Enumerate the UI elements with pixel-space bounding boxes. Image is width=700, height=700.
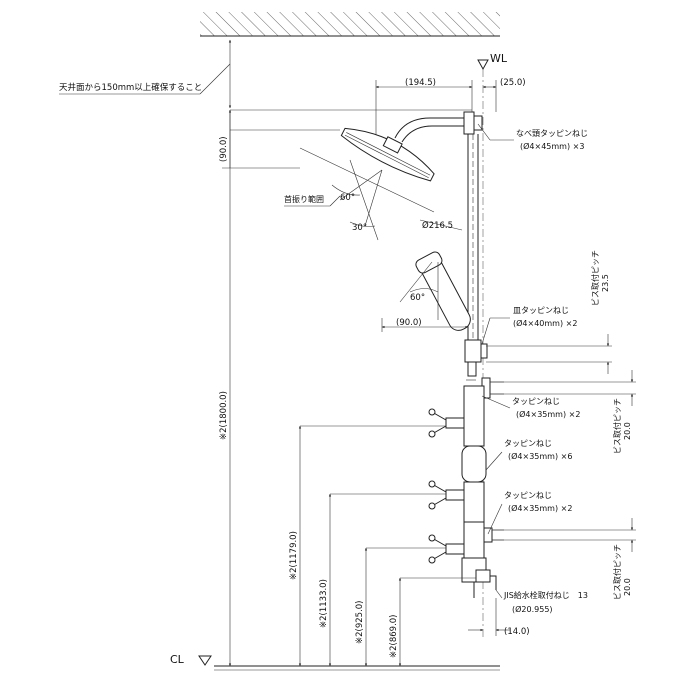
ceiling-clearance-note: 天井面から150mm以上確保すること [59,39,232,109]
screw-label-4: タッピンねじ (Ø4×35mm) ×6 [485,439,572,471]
screw-label-2: 皿タッピンねじ (Ø4×40mm) ×2 [481,306,577,345]
middle-handle [428,480,465,510]
dim-25-0: (25.0) [482,78,526,112]
pitch-label-2: ビス取付ピッチ [612,398,622,454]
screw2-name: 皿タッピンねじ [513,306,569,315]
floor-line [214,665,500,671]
dim-14-0-text: (14.0) [504,627,530,637]
angle-60-hand-text: 60° [410,293,425,303]
screw4-spec: (Ø4×35mm) ×6 [508,451,572,461]
pitch-label-1: ビス取付ピッチ [590,250,600,306]
cl-label: CL [170,653,185,666]
screw1-spec: (Ø4×45mm) ×3 [520,141,584,151]
overhead-shower [299,111,483,241]
pitch-20-upper: ビス取付ピッチ 20.0 [490,370,636,454]
jis-spec: (Ø20.955) [512,604,553,614]
height-1179-text: ※2(1179.0) [289,531,299,580]
head-swing-label: 首振り範囲 [284,194,341,207]
dim-194-5-text: (194.5) [405,78,436,88]
ceiling-note-text: 天井面から150mm以上確保すること [59,82,202,93]
dim-216-5: Ø216.5 [419,219,463,231]
screw1-name: なべ頭タッピンねじ [516,129,588,138]
pitch-23-5: ビス取付ピッチ 23.5 [486,250,612,374]
dim-90-head-text: (90.0) [219,136,229,162]
pitch-20-lower: ビス取付ピッチ 20.0 [492,518,636,600]
dim-25-0-text: (25.0) [500,78,526,88]
dim-90-hand-text: (90.0) [396,318,422,328]
hand-shower [399,251,488,381]
ceiling [200,12,500,37]
height-1133-text: ※2(1133.0) [319,579,329,628]
jis-name: JIS給水栓取付ねじ 13 [503,590,588,600]
dim-height-1179: ※2(1179.0) [289,425,446,667]
screw2-spec: (Ø4×40mm) ×2 [513,318,577,328]
dim-height-925: ※2(925.0) [355,547,446,667]
screw-label-5: タッピンねじ (Ø4×35mm) ×2 [487,491,572,535]
angle-30-head-text: 30° [352,223,367,233]
cl-mark: CL [170,653,212,666]
screw5-spec: (Ø4×35mm) ×2 [508,503,572,513]
dim-216-5-text: Ø216.5 [422,220,453,231]
lower-handle [428,534,465,564]
pitch-value-1: 23.5 [601,274,610,292]
pitch-value-3: 20.0 [623,578,632,596]
height-869-text: ※2(869.0) [389,615,399,659]
riser-pipe [467,134,479,340]
screw4-name: タッピンねじ [504,439,552,448]
pitch-label-3: ビス取付ピッチ [612,544,622,600]
dim-height-869: ※2(869.0) [389,577,476,667]
jis-label: JIS給水栓取付ねじ 13 (Ø20.955) [495,589,588,614]
mixer-column [428,377,504,598]
screw5-name: タッピンねじ [504,491,552,500]
screw-label-1: なべ頭タッピンねじ (Ø4×45mm) ×3 [477,123,588,151]
head-swing-text: 首振り範囲 [284,194,324,204]
dim-90-head: (90.0) [219,110,300,169]
pitch-value-2: 20.0 [623,422,632,440]
dim-14-0: (14.0) [468,598,530,637]
upper-handle [428,408,465,438]
dim-height-1133: ※2(1133.0) [319,493,446,667]
screw-label-3: タッピンねじ (Ø4×35mm) ×2 [481,395,580,419]
dim-height-1800: ※2(1800.0) [219,109,232,667]
angle-60-head-text: 60° [340,193,355,203]
screw3-spec: (Ø4×35mm) ×2 [516,409,580,419]
height-1800-text: ※2(1800.0) [219,391,229,440]
dim-90-hand: (90.0) [381,318,469,332]
screw3-name: タッピンねじ [512,397,560,406]
wl-label: WL [490,52,508,65]
height-925-text: ※2(925.0) [355,601,365,645]
